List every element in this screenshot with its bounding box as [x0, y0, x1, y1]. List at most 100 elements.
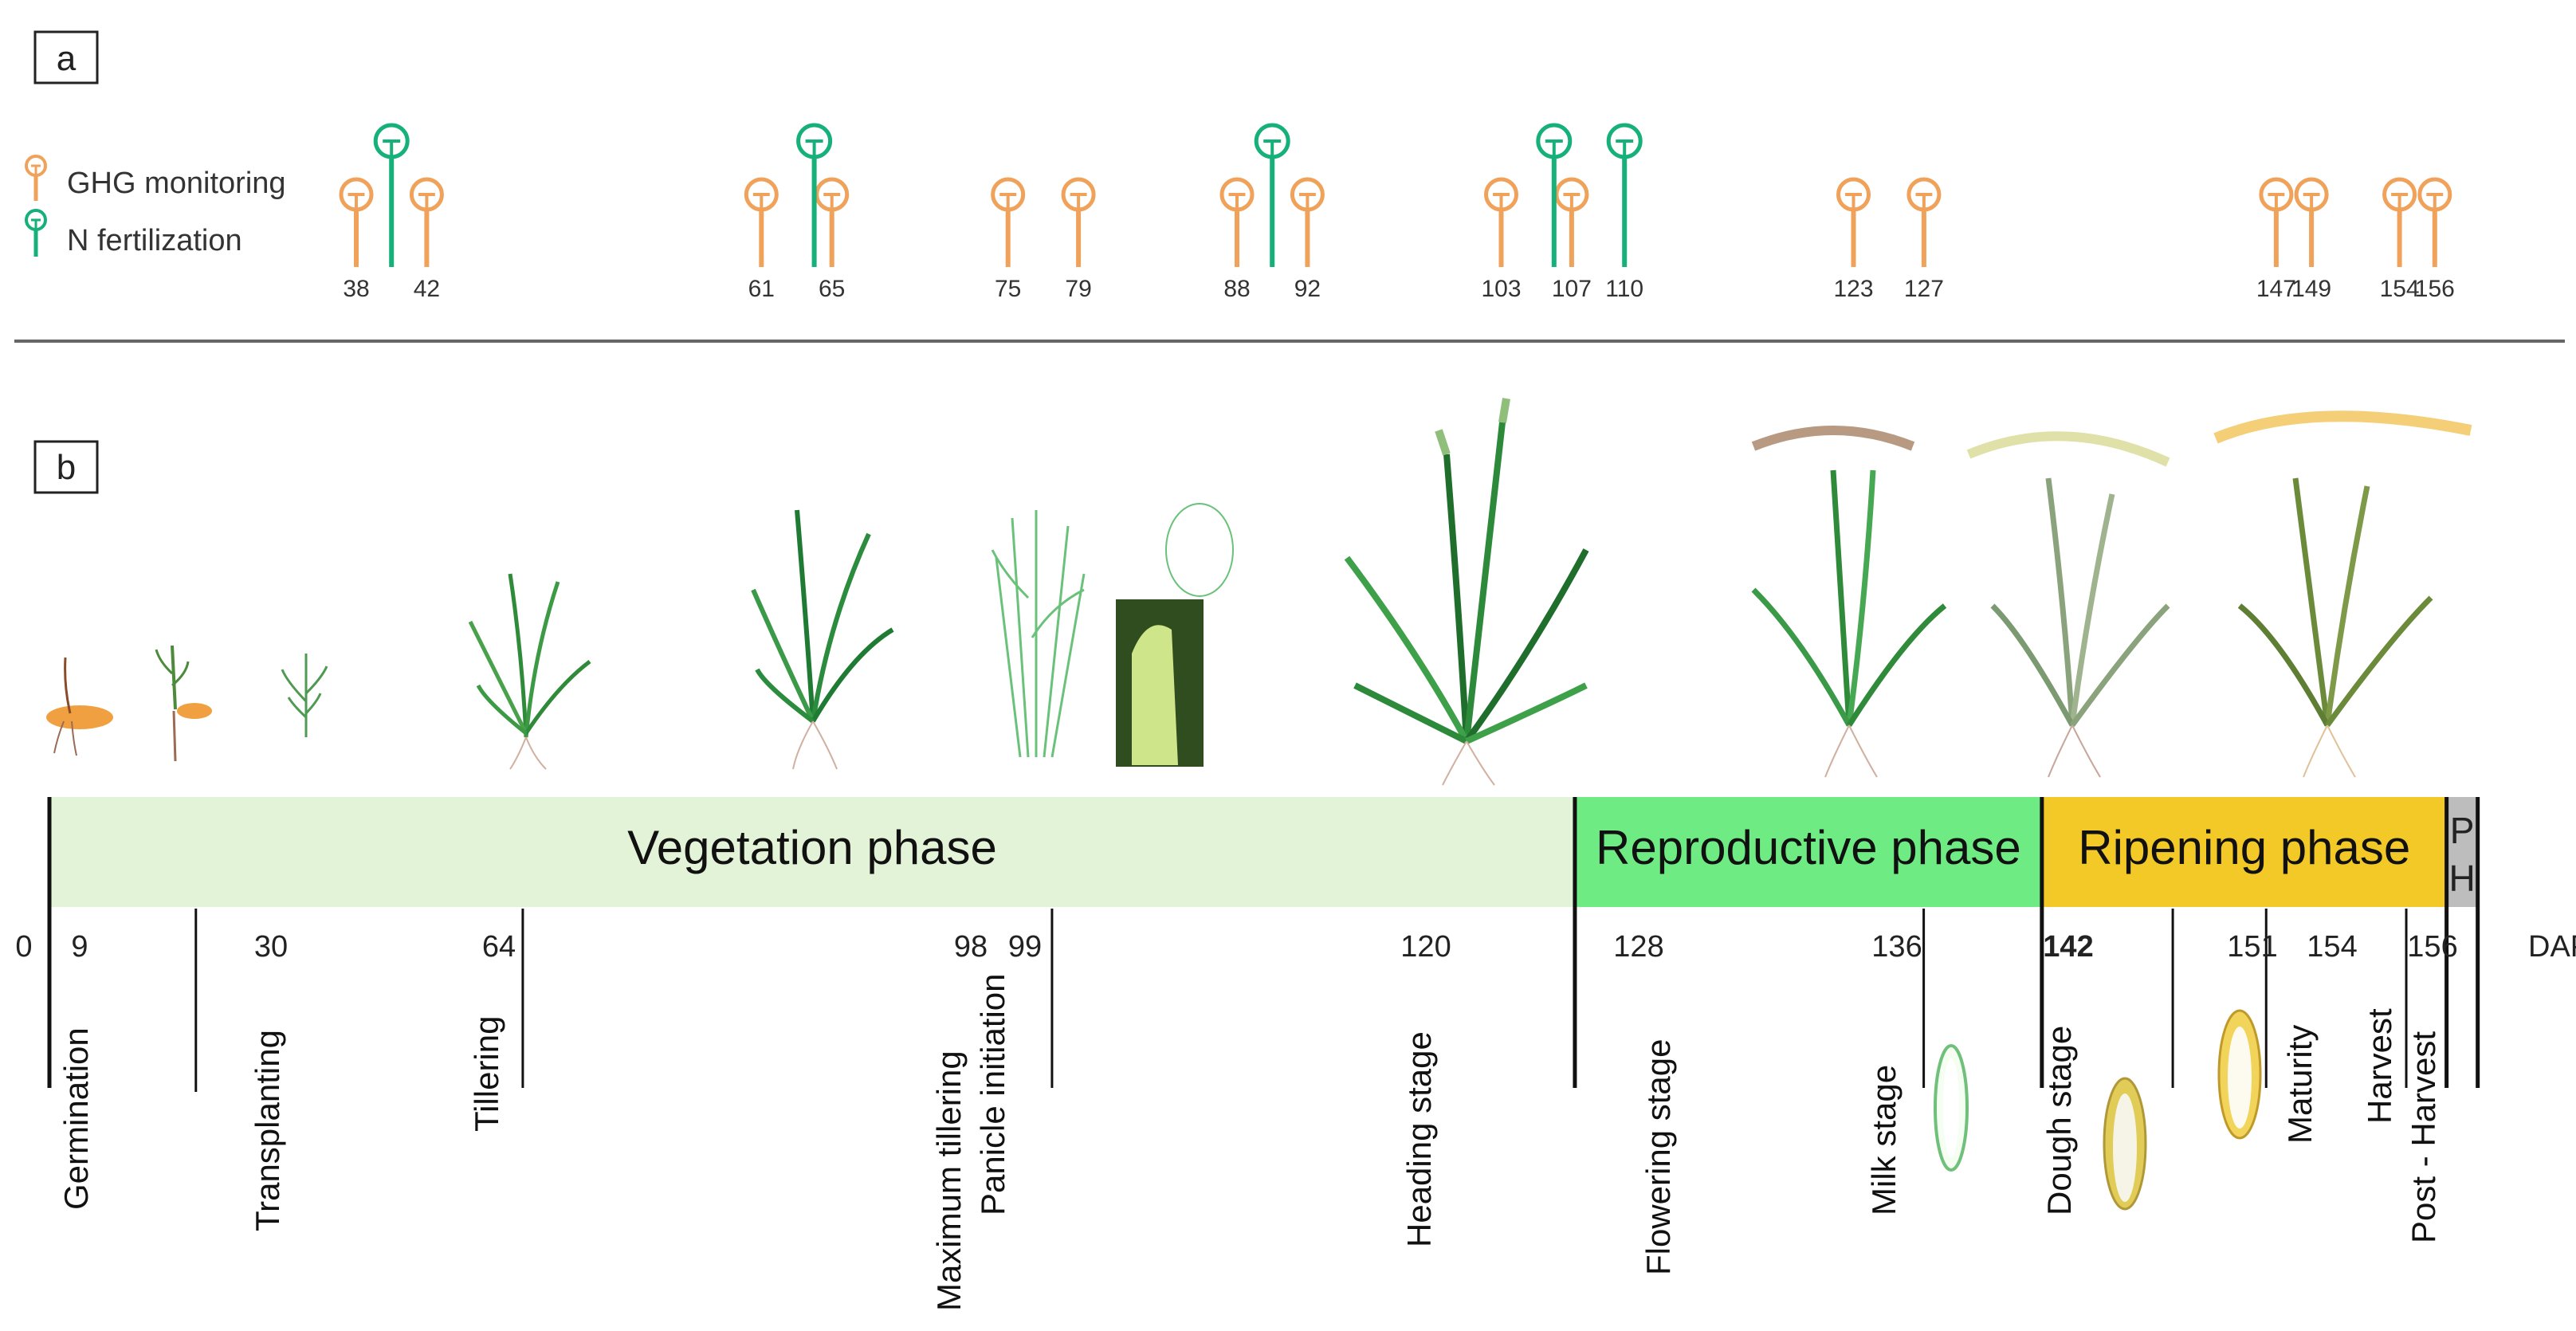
ghg-pin-147 — [2259, 177, 2294, 267]
ghg-pin-65 — [815, 177, 850, 267]
dap-day-number: 156 — [2407, 930, 2457, 964]
legend: GHG monitoring N fertilization — [25, 155, 286, 257]
phase-label-line1: P — [2450, 810, 2475, 851]
dap-day-number: 99 — [1008, 930, 1042, 964]
dap-day-number: 64 — [482, 930, 516, 964]
plant-illustrations — [46, 398, 2472, 786]
day-tick-label: 88 — [1223, 276, 1250, 302]
day-tick-label: 107 — [1552, 276, 1592, 302]
ghg-pin-103 — [1484, 177, 1518, 267]
ghg-pin-42 — [409, 177, 444, 267]
phase-label: Reproductive phase — [1596, 821, 2021, 874]
n-fertilization-pin-110 — [1606, 123, 1643, 267]
grain-illustrations — [1934, 1009, 2262, 1211]
phase-label-line2: H — [2449, 858, 2476, 899]
stage-label-germination: Germination — [57, 1027, 95, 1210]
ghg-pin-92 — [1290, 177, 1325, 267]
day-tick-label: 156 — [2415, 276, 2455, 302]
day-tick-label: 147 — [2256, 276, 2296, 302]
ghg-pin-156 — [2417, 177, 2452, 267]
panel-a-label: a — [57, 39, 77, 78]
dap-day-number: 30 — [254, 930, 288, 964]
panel-a-label-box — [33, 30, 99, 84]
stage-label-transplanting: Transplanting — [249, 1030, 286, 1231]
phase-label: Ripening phase — [2078, 821, 2410, 874]
panel-b: b — [15, 398, 2576, 1311]
dap-day-number: 151 — [2227, 930, 2277, 964]
panicle-closeup-shape — [1132, 625, 1178, 765]
dap-day-number: 120 — [1400, 930, 1451, 964]
stage-label-tillering: Tillering — [468, 1016, 505, 1132]
panel-b-label-box — [33, 440, 99, 494]
day-tick-label: 149 — [2291, 276, 2331, 302]
mature-grain-icon — [2217, 1009, 2262, 1140]
seedling-icon — [155, 645, 212, 762]
n-fertilization-pin-40 — [373, 123, 410, 267]
dough-stage-plant-icon — [1966, 431, 2170, 778]
tillering-plant-icon — [468, 573, 591, 770]
day-tick-label: 75 — [995, 276, 1021, 302]
day-tick-label: 38 — [343, 276, 369, 302]
ghg-pin-154 — [2382, 177, 2417, 267]
phase-vegetation: Vegetation phase — [49, 797, 1575, 907]
dap-unit-label: DAP — [2528, 930, 2576, 964]
germinating-seed-icon — [46, 657, 113, 756]
dap-day-number: 98 — [954, 930, 988, 964]
ghg-pin-75 — [991, 177, 1026, 267]
young-seedling-icon — [281, 654, 328, 737]
stage-label-heading: Heading stage — [1400, 1031, 1438, 1247]
day-tick-label: 92 — [1294, 276, 1321, 302]
phase-reproductive: Reproductive phase — [1574, 797, 2042, 907]
phase-post_harvest: PH — [2446, 797, 2478, 907]
ghg-pin-107 — [1554, 177, 1589, 267]
stage-label-milk: Milk stage — [1865, 1065, 1903, 1215]
dough-grain-icon — [2103, 1077, 2147, 1211]
n-fertilization-pin-64 — [796, 123, 833, 267]
phase-bar: Vegetation phase Reproductive phase Ripeni… — [49, 797, 2478, 907]
day-tick-label: 123 — [1833, 276, 1873, 302]
phase-label: Vegetation phase — [627, 821, 997, 874]
panicle-initiation-plant-icon — [991, 503, 1234, 758]
day-tick-label: 79 — [1065, 276, 1091, 302]
phase-ripening: Ripening phase — [2041, 797, 2447, 907]
stage-markers — [47, 797, 2480, 1092]
ghg-legend-label: GHG monitoring — [67, 167, 286, 200]
dap-day-number: 9 — [71, 930, 88, 964]
dap-day-number: 142 — [2043, 930, 2093, 964]
day-tick-label: 42 — [414, 276, 440, 302]
ghg-pin-88 — [1219, 177, 1255, 267]
day-tick-label: 61 — [748, 276, 775, 302]
ghg-pin-79 — [1061, 177, 1096, 267]
dap-day-number: 0 — [15, 930, 32, 964]
day-tick-label: 154 — [2380, 276, 2420, 302]
dap-day-number: 128 — [1613, 930, 1663, 964]
n-fertilization-pin-106 — [1536, 123, 1573, 267]
n-fertilization-pin-90 — [1254, 123, 1290, 267]
ghg-legend-pin-icon — [25, 155, 47, 201]
stage-labels: Germination Transplanting Tillering Maximum… — [57, 973, 2442, 1311]
ghg-pin-149 — [2294, 177, 2329, 267]
stage-label-post_harvest: Post - Harvest — [2405, 1031, 2442, 1243]
day-tick-label: 127 — [1904, 276, 1944, 302]
heading-plant-icon — [1344, 398, 1589, 786]
panel-b-label: b — [57, 448, 76, 487]
n-legend-pin-icon — [25, 209, 47, 257]
monitoring-pins — [339, 123, 2452, 267]
n-legend-label: N fertilization — [67, 224, 242, 257]
stage-label-maturity: Maturity — [2281, 1025, 2319, 1144]
milk-grain-icon — [1934, 1044, 1969, 1172]
stage-label-dough: Dough stage — [2040, 1026, 2078, 1215]
ghg-pin-127 — [1906, 177, 1942, 267]
ghg-pin-61 — [744, 177, 779, 267]
day-tick-label: 103 — [1481, 276, 1521, 302]
day-tick-label: 110 — [1605, 276, 1643, 302]
ghg-pin-123 — [1836, 177, 1871, 267]
stage-label-harvest: Harvest — [2361, 1008, 2398, 1124]
stage-label-flowering: Flowering stage — [1639, 1039, 1677, 1275]
max-tillering-plant-icon — [751, 509, 894, 770]
dap-day-number: 136 — [1871, 930, 1922, 964]
stage-label-maximum_tillering: Maximum tillering — [930, 1050, 968, 1311]
